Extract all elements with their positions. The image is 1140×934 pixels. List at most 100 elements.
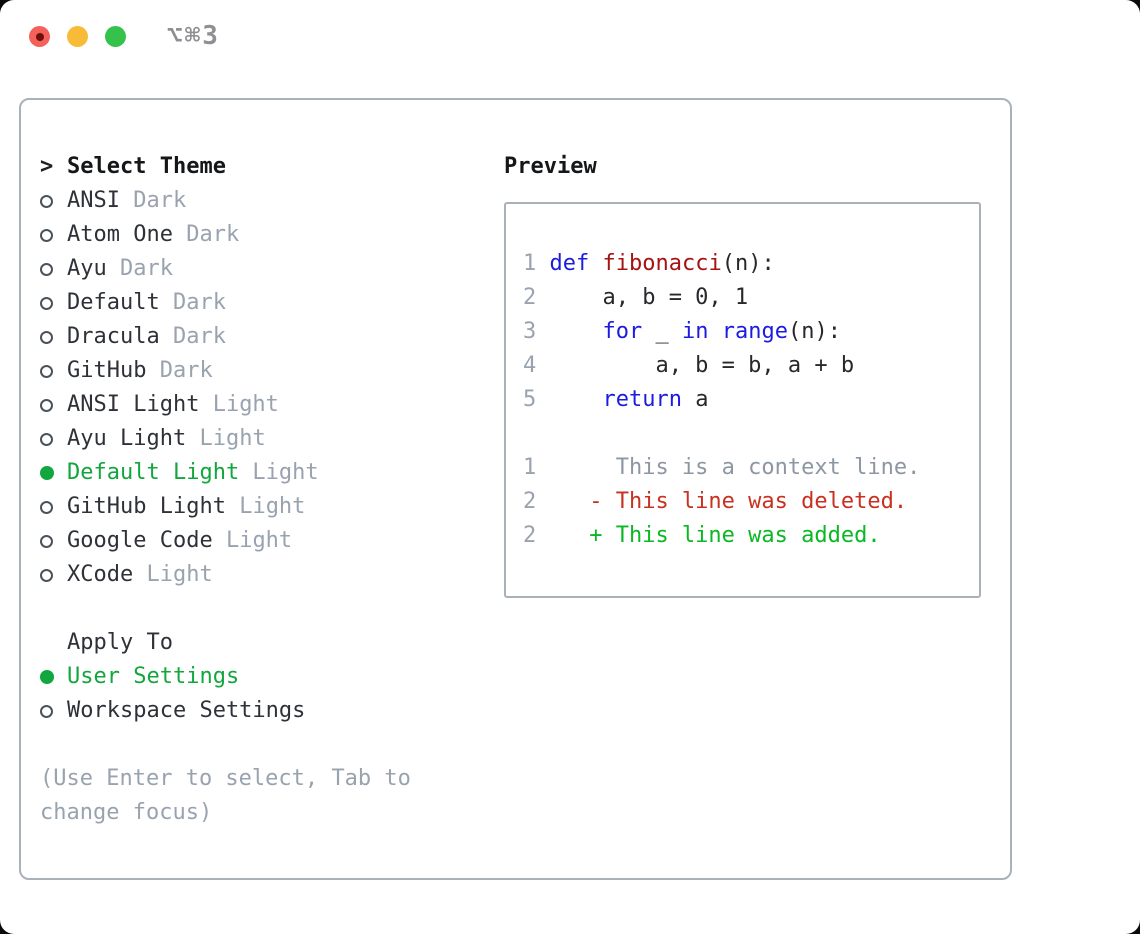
close-dot-icon bbox=[36, 33, 44, 41]
code-line: 2 a, b = 0, 1 bbox=[523, 281, 969, 315]
option-label: Dracula bbox=[67, 324, 160, 349]
option-label: Default Light bbox=[67, 460, 240, 485]
code-segment-plain bbox=[549, 383, 602, 417]
code-line: 3 for _ in range(n): bbox=[523, 315, 969, 349]
option-label: Default bbox=[67, 290, 160, 315]
code-line: 2 + This line was added. bbox=[523, 519, 969, 553]
radio-icon bbox=[40, 534, 53, 548]
theme-option-dracula[interactable]: Dracula Dark bbox=[40, 320, 411, 354]
radio-icon bbox=[40, 704, 53, 718]
line-number: 1 bbox=[523, 455, 537, 480]
option-label: Ayu bbox=[67, 256, 107, 281]
code-segment-keyword: return bbox=[602, 387, 682, 412]
apply-option-user-settings[interactable]: User Settings bbox=[40, 660, 411, 694]
hint-text: (Use Enter to select, Tab to change focu… bbox=[40, 762, 411, 830]
hint-line-2: change focus) bbox=[40, 800, 213, 825]
line-number: 2 bbox=[523, 523, 537, 548]
option-label: Google Code bbox=[67, 528, 213, 553]
line-number: 4 bbox=[523, 353, 537, 378]
theme-list: ANSI Dark Atom One Dark Ayu Dark Default… bbox=[40, 184, 411, 592]
code-segment-context: This is a context line. bbox=[549, 455, 921, 480]
line-number: 5 bbox=[523, 387, 537, 412]
code-segment-plain bbox=[549, 315, 602, 349]
option-label: ANSI Light bbox=[67, 392, 200, 417]
code-segment-plain bbox=[589, 247, 602, 281]
code-segment-plain: a, b = b, a + b bbox=[549, 353, 855, 378]
theme-selector: > Select Theme ANSI Dark Atom One Dark A… bbox=[40, 150, 411, 830]
option-label: GitHub Light bbox=[67, 494, 226, 519]
theme-option-github-light[interactable]: GitHub Light Light bbox=[40, 490, 411, 524]
preview-box: 1 def fibonacci(n): 2 a, b = 0, 1 3 for … bbox=[504, 202, 981, 598]
radio-icon bbox=[40, 194, 53, 208]
theme-variant: Light bbox=[133, 562, 213, 587]
theme-option-default[interactable]: Default Dark bbox=[40, 286, 411, 320]
code-segment-plain: (n): bbox=[787, 319, 841, 344]
window-shortcut-label: ⌥⌘3 bbox=[167, 21, 220, 51]
code-segment-plain: (n): bbox=[721, 251, 775, 276]
option-label: Workspace Settings bbox=[67, 698, 306, 723]
radio-icon bbox=[40, 228, 53, 242]
close-button[interactable] bbox=[29, 26, 50, 47]
code-line: 5 return a bbox=[523, 383, 969, 417]
radio-icon bbox=[40, 500, 53, 514]
theme-variant: Light bbox=[199, 392, 279, 417]
code-segment-plain: _ bbox=[642, 319, 682, 344]
code-segment-keyword: for bbox=[602, 319, 643, 344]
theme-variant: Dark bbox=[106, 256, 173, 281]
radio-icon bbox=[40, 364, 53, 378]
code-segment-plain: a bbox=[681, 387, 709, 412]
code-segment-plain bbox=[708, 315, 721, 349]
code-segment-function: fibonacci bbox=[602, 251, 722, 276]
apply-to-header: Apply To bbox=[40, 626, 411, 660]
code-segment-keyword: range bbox=[721, 319, 788, 344]
code-line bbox=[523, 417, 969, 451]
radio-icon bbox=[40, 568, 53, 582]
code-segment-deleted: - This line was deleted. bbox=[549, 489, 908, 514]
preview-section: Preview 1 def fibonacci(n): 2 a, b = 0, … bbox=[504, 150, 981, 598]
option-label: GitHub bbox=[67, 358, 147, 383]
option-label: Ayu Light bbox=[67, 426, 187, 451]
line-number: 3 bbox=[523, 319, 537, 344]
radio-icon bbox=[40, 330, 53, 344]
zoom-button[interactable] bbox=[105, 26, 126, 47]
theme-variant: Light bbox=[239, 460, 319, 485]
traffic-lights bbox=[29, 26, 126, 47]
theme-option-ayu-light[interactable]: Ayu Light Light bbox=[40, 422, 411, 456]
select-theme-title: Select Theme bbox=[67, 154, 226, 179]
code-segment-added: + This line was added. bbox=[549, 523, 881, 548]
code-line: 4 a, b = b, a + b bbox=[523, 349, 969, 383]
theme-option-ansi-light[interactable]: ANSI Light Light bbox=[40, 388, 411, 422]
option-label: Atom One bbox=[67, 222, 173, 247]
theme-option-default-light[interactable]: Default Light Light bbox=[40, 456, 411, 490]
theme-option-ayu[interactable]: Ayu Dark bbox=[40, 252, 411, 286]
line-number: 2 bbox=[523, 285, 537, 310]
code-segment-keyword: in bbox=[681, 319, 709, 344]
apply-option-workspace-settings[interactable]: Workspace Settings bbox=[40, 694, 411, 728]
theme-option-atom-one[interactable]: Atom One Dark bbox=[40, 218, 411, 252]
theme-option-github[interactable]: GitHub Dark bbox=[40, 354, 411, 388]
line-number: 1 bbox=[523, 251, 537, 276]
radio-selected-icon bbox=[40, 670, 54, 684]
select-theme-header: > Select Theme bbox=[40, 150, 411, 184]
radio-selected-icon bbox=[40, 466, 54, 480]
minimize-button[interactable] bbox=[67, 26, 88, 47]
theme-variant: Dark bbox=[159, 290, 226, 315]
theme-picker-panel: > Select Theme ANSI Dark Atom One Dark A… bbox=[19, 98, 1012, 880]
apply-to-section: Apply To User Settings Workspace Setting… bbox=[40, 626, 411, 728]
apply-to-options: User Settings Workspace Settings bbox=[40, 660, 411, 728]
theme-variant: Dark bbox=[119, 188, 187, 213]
theme-variant: Light bbox=[186, 426, 266, 451]
theme-option-xcode[interactable]: XCode Light bbox=[40, 558, 411, 592]
option-label: ANSI bbox=[67, 188, 120, 213]
option-label: XCode bbox=[67, 562, 134, 587]
theme-option-ansi[interactable]: ANSI Dark bbox=[40, 184, 411, 218]
code-line: 1 def fibonacci(n): bbox=[523, 247, 969, 281]
code-line: 1 This is a context line. bbox=[523, 451, 969, 485]
theme-variant: Light bbox=[225, 494, 306, 519]
radio-icon bbox=[40, 432, 53, 446]
theme-variant: Dark bbox=[172, 222, 240, 247]
theme-variant: Dark bbox=[146, 358, 213, 383]
theme-option-google-code[interactable]: Google Code Light bbox=[40, 524, 411, 558]
radio-icon bbox=[40, 398, 53, 412]
